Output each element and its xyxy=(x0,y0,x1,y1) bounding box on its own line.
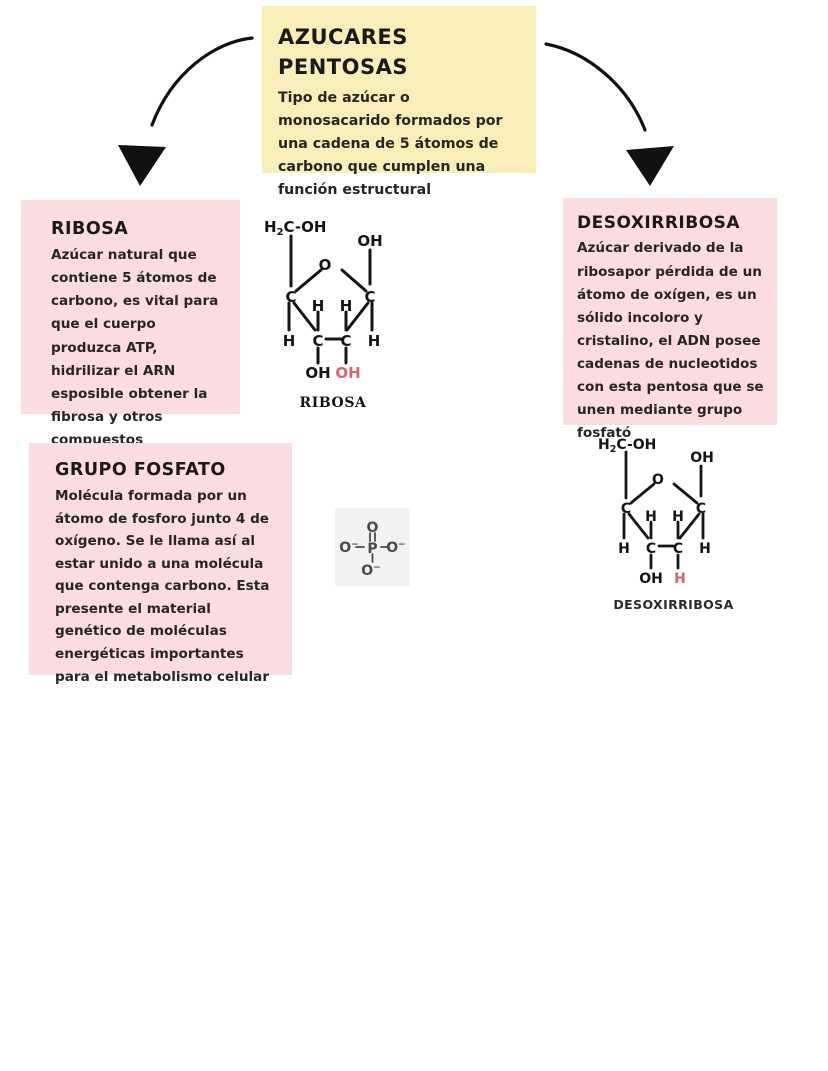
label-h-left: H xyxy=(618,541,630,557)
node-description: Azúcar derivado de la ribosapor pérdida … xyxy=(577,240,764,442)
label-c2: C xyxy=(673,541,683,557)
figure-caption: DESOXIRRIBOSA xyxy=(613,597,734,612)
label-c4: C xyxy=(285,288,296,306)
node-grupo-fosfato[interactable]: GRUPO FOSFATO Molécula formada por un át… xyxy=(29,443,292,685)
deoxyribose-structure-figure: H2C-OH O C C OH H H H H C C OH H DESOXIR… xyxy=(592,428,755,613)
label-h-inner-right: H xyxy=(340,297,353,315)
label-h-right: H xyxy=(699,541,711,557)
node-description: Tipo de azúcar o monosacarido formados p… xyxy=(278,89,503,198)
phosphate-group-figure: O P O− O− O− xyxy=(335,508,410,586)
label-h-right: H xyxy=(368,332,381,350)
node-description: Molécula formada por un átomo de fosforo… xyxy=(55,488,270,685)
node-title-line-1: AZUCARES xyxy=(278,25,408,49)
label-h-inner-left: H xyxy=(645,509,657,525)
label-ring-oxygen: O xyxy=(652,472,664,488)
node-title: AZUCARES PENTOSAS xyxy=(278,22,522,83)
node-description: Azúcar natural que contiene 5 átomos de … xyxy=(51,247,219,448)
arrow-to-ribosa-icon xyxy=(118,36,254,186)
label-top-chain: H2C-OH xyxy=(264,218,326,238)
ribose-molecule-icon: H2C-OH O C C OH H H H H C C OH OH xyxy=(264,218,383,382)
label-oh-bottom-right-highlighted: OH xyxy=(335,364,360,382)
label-ring-oxygen: O xyxy=(319,256,332,274)
label-oh-top-right: OH xyxy=(690,450,714,466)
label-h-left: H xyxy=(283,332,296,350)
node-azucares-pentosas[interactable]: AZUCARES PENTOSAS Tipo de azúcar o monos… xyxy=(262,6,536,198)
label-phosphorus: P xyxy=(367,541,377,557)
figure-caption: RIBOSA xyxy=(299,395,367,411)
label-h-inner-right: H xyxy=(672,509,684,525)
label-c2: C xyxy=(340,332,351,350)
node-title-line-2: PENTOSAS xyxy=(278,55,408,80)
label-c3: C xyxy=(312,332,323,350)
node-title: DESOXIRRIBOSA xyxy=(577,213,741,233)
label-c4: C xyxy=(621,501,631,517)
ribose-structure-figure: H2C-OH O C C OH H H H H C C OH OH RIBOSA xyxy=(258,208,408,413)
label-top-chain: H2C-OH xyxy=(598,437,656,455)
node-title: GRUPO FOSFATO xyxy=(55,460,226,480)
label-h-inner-left: H xyxy=(312,297,325,315)
label-c3: C xyxy=(646,541,656,557)
arrow-to-desoxirribosa-icon xyxy=(544,42,674,186)
node-title: RIBOSA xyxy=(51,219,129,239)
label-oh-bottom-left: OH xyxy=(639,571,663,587)
label-oxygen-top: O xyxy=(367,520,379,536)
node-desoxirribosa[interactable]: DESOXIRRIBOSA Azúcar derivado de la ribo… xyxy=(563,198,777,441)
label-oh-bottom-left: OH xyxy=(305,364,330,382)
label-oh-top-right: OH xyxy=(357,232,382,250)
deoxyribose-molecule-icon: H2C-OH O C C OH H H H H C C OH H xyxy=(598,437,714,587)
node-ribosa[interactable]: RIBOSA Azúcar natural que contiene 5 áto… xyxy=(21,200,240,448)
label-c1: C xyxy=(364,288,375,306)
label-c1: C xyxy=(696,501,706,517)
phosphate-molecule-icon: O P O− O− O− xyxy=(335,508,410,586)
label-h-bottom-right-highlighted: H xyxy=(674,571,686,587)
